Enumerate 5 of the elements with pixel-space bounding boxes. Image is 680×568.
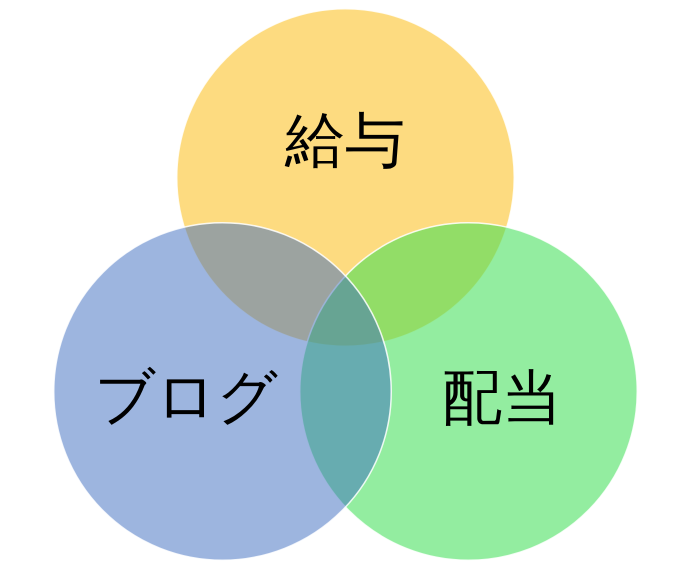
venn-circle <box>176 8 515 347</box>
set-label: 配当 <box>442 368 562 428</box>
venn-circle <box>53 222 392 560</box>
set-label: ブログ <box>94 367 278 427</box>
set-label: 給与 <box>285 111 405 171</box>
